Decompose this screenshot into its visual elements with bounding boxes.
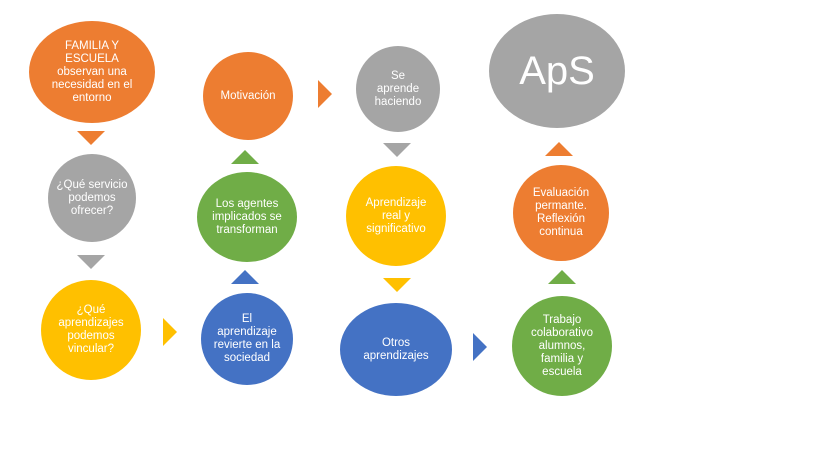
node-aprende-label: Se aprende haciendo xyxy=(374,69,422,108)
node-motivacion-label: Motivación xyxy=(220,89,276,102)
arrow-up-3 xyxy=(545,142,573,156)
node-se-aprende: Se aprende haciendo xyxy=(356,46,440,132)
arrow-up-4 xyxy=(548,270,576,284)
node-trabajo-colaborativo: Trabajo colaborativo alumnos, familia y … xyxy=(512,296,612,396)
node-real-label: Aprendizaje real y significativo xyxy=(365,196,427,235)
node-aprendizaje-real: Aprendizaje real y significativo xyxy=(346,166,446,266)
node-revierte: El aprendizaje revierte en la sociedad xyxy=(201,293,293,385)
node-evaluacion-label: Evaluación permante. Reflexión continua xyxy=(532,187,590,238)
node-agentes: Los agentes implicados se transforman xyxy=(197,172,297,262)
arrow-right-3 xyxy=(473,333,487,361)
node-otros-aprendizajes: Otros aprendizajes xyxy=(340,303,452,396)
node-revierte-label: El aprendizaje revierte en la sociedad xyxy=(213,313,281,364)
node-evaluacion: Evaluación permante. Reflexión continua xyxy=(513,165,609,261)
node-trabajo-label: Trabajo colaborativo alumnos, familia y … xyxy=(530,313,593,378)
arrow-up-2 xyxy=(231,270,259,284)
node-familia-escuela: FAMILIA Y ESCUELA observan una necesidad… xyxy=(29,21,155,123)
node-que-servicio: ¿Qué servicio podemos ofrecer? xyxy=(48,154,136,242)
arrow-down-2 xyxy=(77,255,105,269)
node-servicio-label: ¿Qué servicio podemos ofrecer? xyxy=(56,178,128,217)
node-aps-label: ApS xyxy=(519,49,595,93)
arrow-down-1 xyxy=(77,131,105,145)
node-motivacion: Motivación xyxy=(203,52,293,140)
node-aps: ApS xyxy=(489,14,625,128)
node-agentes-label: Los agentes implicados se transforman xyxy=(212,197,282,236)
node-otros-label: Otros aprendizajes xyxy=(363,336,429,362)
arrow-right-1 xyxy=(163,318,177,346)
arrow-right-2 xyxy=(318,80,332,108)
arrow-up-1 xyxy=(231,150,259,164)
arrow-down-3 xyxy=(383,143,411,157)
node-que-aprendizajes: ¿Qué aprendizajes podemos vincular? xyxy=(41,280,141,380)
arrow-down-4 xyxy=(383,278,411,292)
node-aprendizajes-label: ¿Qué aprendizajes podemos vincular? xyxy=(58,304,124,355)
node-familia-label: FAMILIA Y ESCUELA observan una necesidad… xyxy=(51,39,133,104)
